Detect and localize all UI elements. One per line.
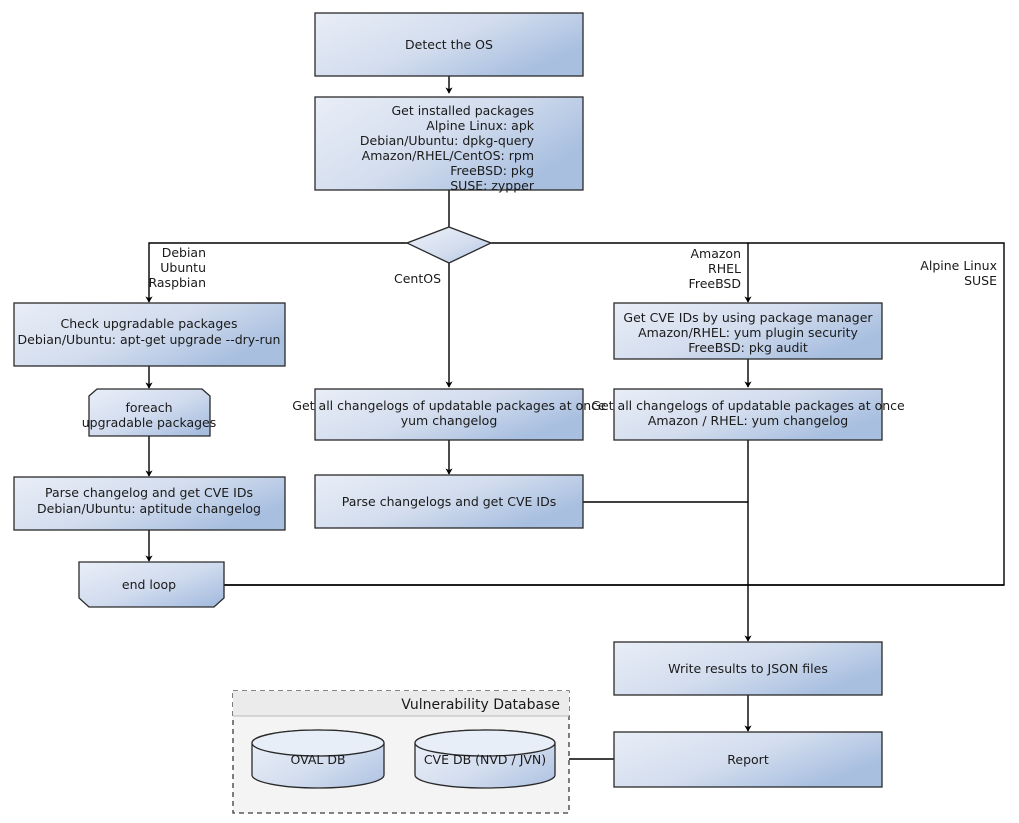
node-get-cve-ids-package-manager[interactable]: Get CVE IDs by using package manager Ama…: [613, 302, 883, 360]
write-json-label: Write results to JSON files: [668, 661, 828, 676]
detect-os-label: Detect the OS: [405, 37, 493, 52]
node-parse-changelogs-get-cve-ids[interactable]: Parse changelogs and get CVE IDs: [314, 474, 584, 529]
cve-db-label: CVE DB (NVD / JVN): [424, 752, 546, 767]
node-oval-db[interactable]: OVAL DB: [251, 729, 385, 789]
centos-changelogs-line-1: Get all changelogs of updatable packages…: [292, 398, 606, 413]
parse-changelog-line-2: Debian/Ubuntu: aptitude changelog: [37, 501, 261, 516]
installed-line-6: SUSE: zypper: [450, 178, 535, 193]
node-detect-os[interactable]: Detect the OS: [314, 12, 584, 77]
node-get-all-changelogs-rhel[interactable]: Get all changelogs of updatable packages…: [591, 388, 905, 441]
check-upgradable-line-1: Check upgradable packages: [61, 316, 238, 331]
parse-changelog-line-1: Parse changelog and get CVE IDs: [45, 485, 253, 500]
vulnerability-database-title: Vulnerability Database: [401, 697, 560, 713]
node-write-results-to-json-files[interactable]: Write results to JSON files: [613, 641, 883, 696]
node-foreach-upgradable-packages[interactable]: foreach upgradable packages: [82, 388, 217, 437]
rhel-changelogs-line-1: Get all changelogs of updatable packages…: [591, 398, 905, 413]
parse-changelogs-label: Parse changelogs and get CVE IDs: [342, 494, 556, 509]
foreach-line-2: upgradable packages: [82, 415, 217, 430]
getcve-line-2: Amazon/RHEL: yum plugin security: [638, 325, 858, 340]
node-cve-db[interactable]: CVE DB (NVD / JVN): [414, 729, 556, 789]
installed-line-2: Alpine Linux: apk: [426, 118, 534, 133]
branch-label-alpine: Alpine Linux SUSE: [920, 258, 997, 288]
branch-label-amazon: Amazon RHEL FreeBSD: [689, 246, 741, 291]
vulnerability-database-group: Vulnerability Database OVAL DB CVE DB (N…: [232, 690, 570, 814]
report-label: Report: [727, 752, 769, 767]
debian-label-1: Debian: [162, 245, 206, 260]
debian-label-2: Ubuntu: [160, 260, 206, 275]
node-parse-changelog-get-cve-ids[interactable]: Parse changelog and get CVE IDs Debian/U…: [13, 476, 286, 531]
installed-line-1: Get installed packages: [391, 103, 534, 118]
amazon-label-2: RHEL: [708, 261, 741, 276]
node-get-installed-packages[interactable]: Get installed packages Alpine Linux: apk…: [314, 96, 584, 193]
edge-decision-debian: [145, 242, 408, 303]
node-report[interactable]: Report: [613, 731, 883, 788]
branch-label-debian: Debian Ubuntu Raspbian: [148, 245, 206, 290]
centos-changelogs-line-2: yum changelog: [401, 413, 498, 428]
node-os-decision[interactable]: [405, 226, 493, 264]
node-get-all-changelogs-centos[interactable]: Get all changelogs of updatable packages…: [292, 388, 606, 441]
installed-line-3: Debian/Ubuntu: dpkg-query: [360, 133, 535, 148]
amazon-label-3: FreeBSD: [689, 276, 741, 291]
oval-db-label: OVAL DB: [290, 752, 345, 767]
amazon-label-1: Amazon: [690, 246, 741, 261]
alpine-label-2: SUSE: [964, 273, 997, 288]
end-loop-label: end loop: [122, 577, 176, 592]
installed-line-4: Amazon/RHEL/CentOS: rpm: [362, 148, 534, 163]
foreach-line-1: foreach: [125, 400, 172, 415]
debian-label-3: Raspbian: [148, 275, 206, 290]
check-upgradable-line-2: Debian/Ubuntu: apt-get upgrade --dry-run: [18, 332, 281, 347]
rhel-changelogs-line-2: Amazon / RHEL: yum changelog: [648, 413, 848, 428]
node-end-loop[interactable]: end loop: [78, 561, 225, 608]
alpine-label-1: Alpine Linux: [920, 258, 997, 273]
node-check-upgradable-packages[interactable]: Check upgradable packages Debian/Ubuntu:…: [13, 302, 286, 367]
installed-line-5: FreeBSD: pkg: [450, 163, 534, 178]
branch-label-centos: CentOS: [394, 271, 441, 286]
getcve-line-3: FreeBSD: pkg audit: [688, 340, 808, 355]
centos-label-1: CentOS: [394, 271, 441, 286]
getcve-line-1: Get CVE IDs by using package manager: [623, 310, 873, 325]
